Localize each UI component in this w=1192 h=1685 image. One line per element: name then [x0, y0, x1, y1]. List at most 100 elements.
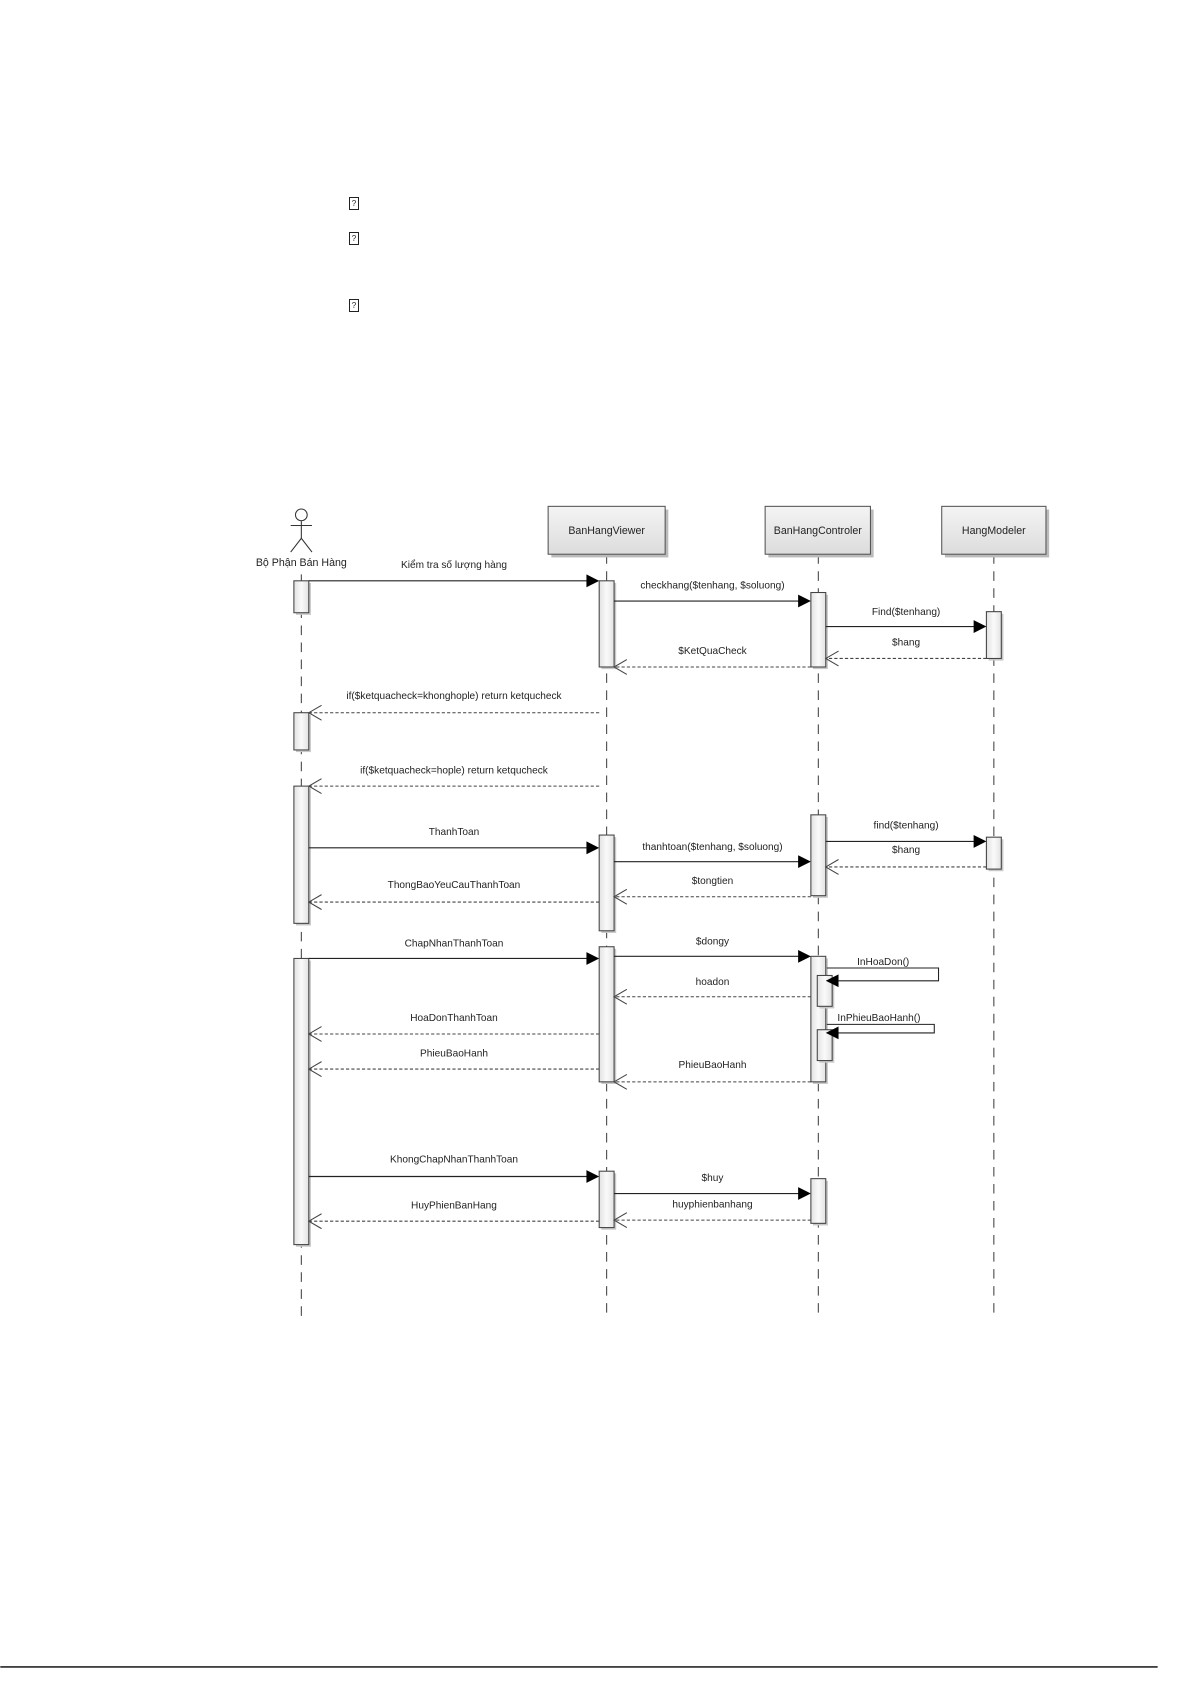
- message-label: PhieuBaoHanh: [679, 1060, 747, 1071]
- activation-bar: [810, 1178, 827, 1224]
- open-arrowhead-icon: [613, 988, 628, 1005]
- message-label: hoadon: [696, 977, 730, 988]
- message-call: thanhtoan($tenhang, $soluong): [614, 842, 811, 869]
- actor-label: Bộ Phận Bán Hàng: [256, 557, 347, 569]
- message-return: $KetQuaCheck: [613, 646, 811, 675]
- message-label: PhieuBaoHanh: [420, 1048, 488, 1059]
- message-return: PhieuBaoHanh: [307, 1048, 600, 1077]
- message-call: find($tenhang): [825, 821, 987, 848]
- activation-bar: [985, 611, 1002, 660]
- message-call: KhongChapNhanThanhToan: [308, 1155, 600, 1183]
- open-arrowhead-icon: [824, 650, 839, 667]
- message-label: thanhtoan($tenhang, $soluong): [642, 842, 782, 853]
- message-label: HuyPhienBanHang: [411, 1200, 497, 1211]
- message-label: HoaDonThanhToan: [410, 1013, 498, 1024]
- message-label: InPhieuBaoHanh(): [837, 1013, 920, 1024]
- message-call: $dongy: [614, 937, 811, 963]
- message-label: ThongBaoYeuCauThanhToan: [388, 880, 521, 891]
- message-return: HoaDonThanhToan: [307, 1013, 600, 1042]
- missing-glyph-bullet: ?: [349, 299, 359, 312]
- message-return: HuyPhienBanHang: [307, 1200, 600, 1230]
- message-return: if($ketquacheck=khonghople) return ketqu…: [307, 691, 600, 721]
- arrowhead-icon: [798, 855, 811, 869]
- message-label: $hang: [892, 845, 920, 856]
- arrowhead-icon: [798, 1187, 811, 1200]
- arrowhead-icon: [973, 835, 987, 848]
- message-return: $hang: [824, 638, 987, 667]
- arrowhead-icon: [798, 594, 811, 608]
- participant-viewer: [547, 505, 666, 555]
- activation-bar: [293, 712, 310, 751]
- arrowhead-icon: [586, 1170, 600, 1183]
- activation-bar: [598, 580, 615, 668]
- open-arrowhead-icon: [307, 778, 322, 795]
- arrowhead-icon: [825, 1026, 839, 1040]
- activation-bar: [293, 580, 310, 614]
- actor-legs-icon: [290, 537, 313, 553]
- message-label: find($tenhang): [874, 821, 939, 832]
- open-arrowhead-icon: [613, 1212, 628, 1229]
- message-return: huyphienbanhang: [613, 1199, 811, 1229]
- activation-bar: [598, 834, 615, 932]
- activation-bar: [810, 814, 827, 897]
- message-label: ChapNhanThanhToan: [405, 939, 504, 950]
- activation-bar: [598, 1170, 615, 1229]
- message-label: InHoaDon(): [857, 957, 909, 968]
- message-return: hoadon: [613, 977, 811, 1005]
- activation-bar: [816, 974, 833, 1007]
- arrowhead-icon: [586, 841, 600, 855]
- message-label: $hang: [892, 638, 920, 649]
- message-label: if($ketquacheck=hople) return ketqucheck: [360, 765, 549, 776]
- activation-bar: [810, 591, 827, 668]
- message-call: ChapNhanThanhToan: [308, 939, 600, 965]
- open-arrowhead-icon: [307, 1026, 322, 1042]
- activation-bar: [293, 785, 310, 924]
- arrowhead-icon: [973, 620, 987, 633]
- open-arrowhead-icon: [307, 1061, 322, 1077]
- message-self: InHoaDon(): [825, 957, 940, 988]
- activation-bar: [598, 946, 615, 1083]
- arrowhead-icon: [825, 974, 839, 988]
- message-label: $huy: [702, 1173, 725, 1184]
- message-return: PhieuBaoHanh: [613, 1060, 811, 1090]
- message-return: $tongtien: [613, 876, 811, 905]
- message-return: if($ketquacheck=hople) return ketqucheck: [307, 765, 600, 795]
- participant-label: HangModeler: [962, 525, 1026, 537]
- message-label: ThanhToan: [429, 827, 480, 838]
- message-self: InPhieuBaoHanh(): [825, 1013, 935, 1040]
- message-call: ThanhToan: [308, 827, 600, 855]
- open-arrowhead-icon: [307, 1213, 322, 1230]
- message-return: ThongBaoYeuCauThanhToan: [307, 880, 600, 910]
- missing-glyph-bullet: ?: [349, 197, 359, 210]
- message-label: huyphienbanhang: [672, 1199, 752, 1210]
- activation-bar: [816, 1029, 833, 1062]
- participant-label: BanHangControler: [774, 525, 862, 537]
- self-message-line: [826, 1023, 935, 1034]
- activation-bar: [293, 957, 310, 1246]
- open-arrowhead-icon: [307, 894, 322, 910]
- message-label: Kiểm tra số lượng hàng: [401, 559, 507, 571]
- activation-bar: [985, 836, 1002, 870]
- message-label: $tongtien: [692, 876, 734, 887]
- message-label: Find($tenhang): [872, 607, 940, 618]
- message-call: checkhang($tenhang, $soluong): [614, 580, 811, 608]
- missing-glyph-bullet: ?: [349, 232, 359, 245]
- message-call: $huy: [614, 1173, 811, 1200]
- arrowhead-icon: [586, 952, 600, 965]
- message-label: $dongy: [696, 937, 730, 948]
- open-arrowhead-icon: [613, 659, 628, 675]
- arrowhead-icon: [586, 574, 600, 588]
- open-arrowhead-icon: [613, 1073, 628, 1090]
- message-label: KhongChapNhanThanhToan: [390, 1155, 518, 1166]
- message-label: $KetQuaCheck: [678, 646, 747, 657]
- message-call: Kiểm tra số lượng hàng: [308, 559, 600, 588]
- open-arrowhead-icon: [613, 888, 628, 905]
- participant-model: [941, 505, 1047, 555]
- participant-label: BanHangViewer: [568, 525, 645, 537]
- message-call: Find($tenhang): [825, 607, 987, 633]
- open-arrowhead-icon: [307, 704, 322, 721]
- message-label: if($ketquacheck=khonghople) return ketqu…: [346, 691, 562, 702]
- arrowhead-icon: [798, 949, 811, 963]
